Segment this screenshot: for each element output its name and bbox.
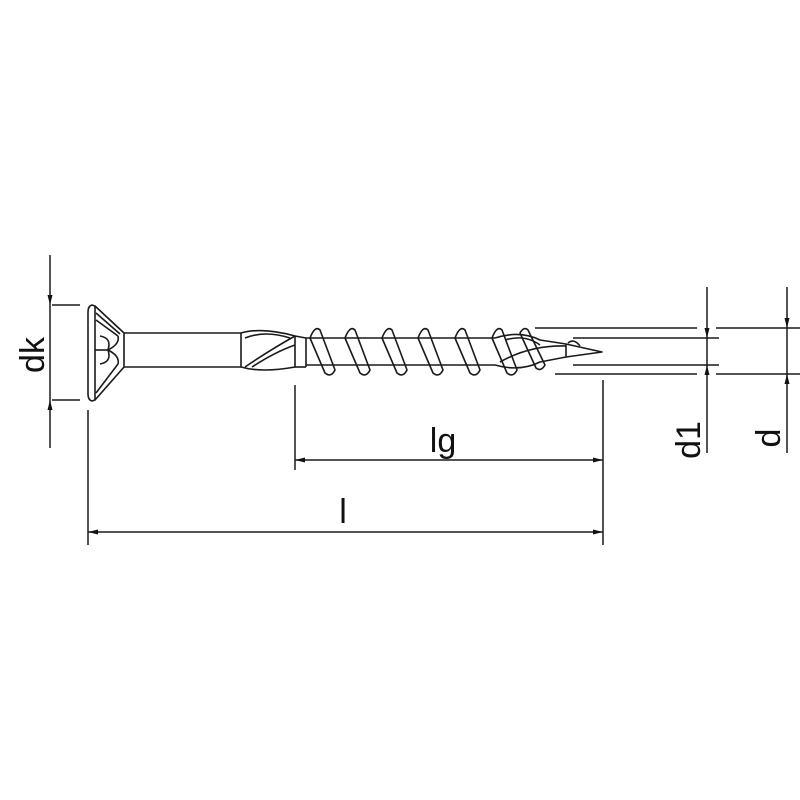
screw-outline: [87, 304, 603, 402]
screw-tip: [494, 327, 603, 371]
thread-crests: [309, 327, 518, 376]
label-lg: lg: [430, 422, 456, 460]
ext-lines-diameters: [535, 327, 800, 375]
cutter-section: [240, 329, 307, 371]
threaded-core: [306, 337, 495, 366]
label-d1: d1: [670, 421, 708, 459]
label-dk: dk: [14, 336, 52, 373]
dim-dk: [47, 255, 80, 448]
countersunk-head: [87, 304, 125, 402]
label-d: d: [750, 429, 788, 448]
dimensions: [47, 255, 800, 545]
label-l: l: [339, 493, 347, 531]
shank: [124, 332, 242, 368]
